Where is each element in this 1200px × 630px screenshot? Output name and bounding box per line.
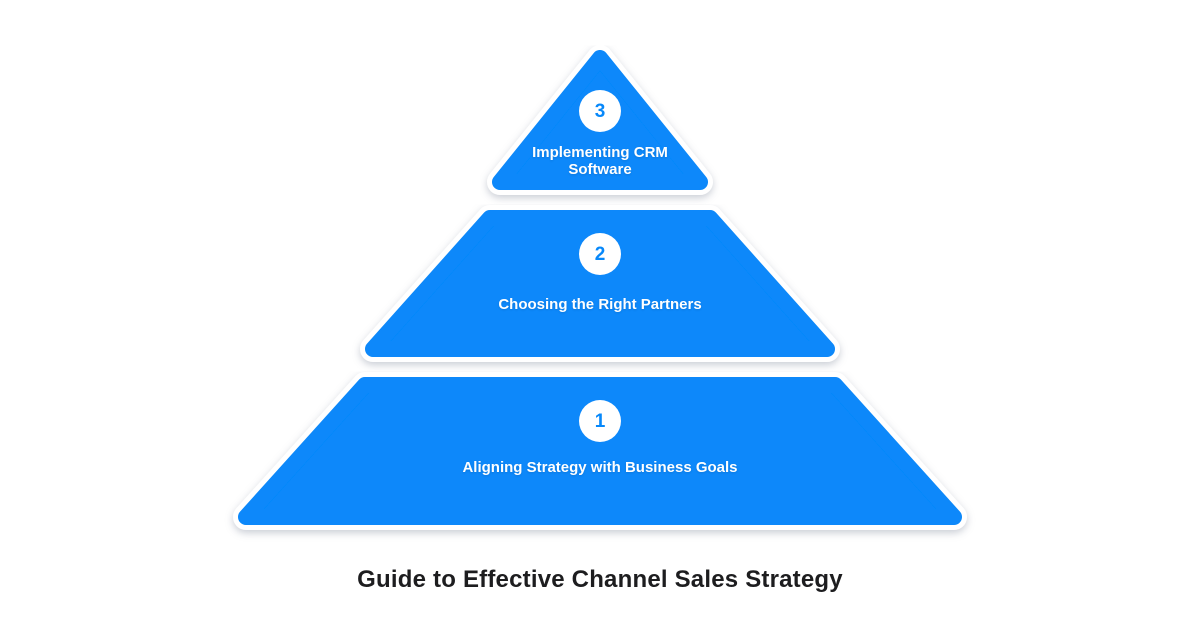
pyramid-tier-top-shape xyxy=(487,45,713,195)
pyramid-tier-bottom-shape xyxy=(233,372,967,530)
page-title: Guide to Effective Channel Sales Strateg… xyxy=(357,566,843,593)
pyramid-tier-middle-shape xyxy=(360,205,840,362)
